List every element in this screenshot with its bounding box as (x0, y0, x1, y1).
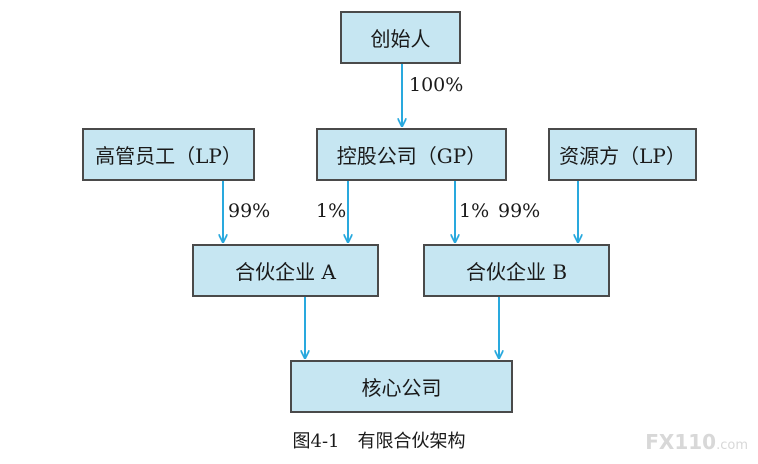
node-exec: 高管员工（LP） (82, 128, 255, 181)
node-holding: 控股公司（GP） (316, 128, 507, 181)
node-resource-label: 资源方（LP） (559, 144, 686, 168)
edge-label-resource-b: 99% (498, 200, 541, 222)
node-partnership-b-label: 合伙企业 B (465, 260, 568, 284)
node-founder-label: 创始人 (370, 27, 431, 51)
watermark-domain: .com (716, 438, 748, 453)
node-holding-label: 控股公司（GP） (336, 144, 487, 168)
edge-label-exec-a: 99% (228, 200, 271, 222)
watermark-logo: FX110.com (645, 430, 748, 454)
edge-label-holding-a: 1% (316, 200, 347, 222)
figure-caption: 图4-1 有限合伙架构 (292, 431, 466, 452)
edge-label-holding-b: 1% (459, 200, 490, 222)
watermark-brand: FX110 (645, 430, 717, 454)
node-core: 核心公司 (290, 360, 513, 413)
node-resource: 资源方（LP） (548, 128, 697, 181)
node-exec-label: 高管员工（LP） (95, 144, 242, 168)
node-core-label: 核心公司 (361, 376, 442, 400)
node-partnership-a: 合伙企业 A (192, 244, 379, 297)
edge-label-founder-holding: 100% (409, 74, 464, 96)
node-partnership-b: 合伙企业 B (423, 244, 610, 297)
node-founder: 创始人 (340, 11, 461, 64)
node-partnership-a-label: 合伙企业 A (235, 260, 336, 284)
